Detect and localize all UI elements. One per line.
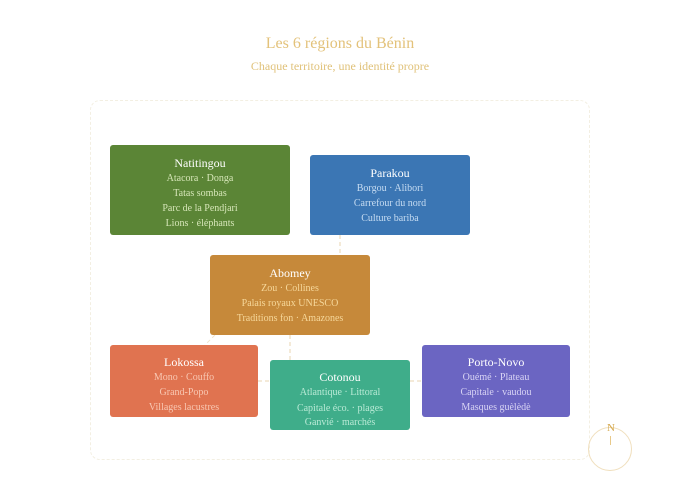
region-detail: Tatas sombas [173, 188, 227, 199]
region-name: Lokossa [164, 355, 204, 369]
region-detail: Parc de la Pendjari [162, 203, 238, 214]
region-detail: Villages lacustres [148, 402, 220, 413]
region-detail: Culture bariba [361, 213, 419, 224]
region-name: Natitingou [174, 156, 226, 170]
connector-abomey-lokossa [204, 334, 216, 346]
region-card-parakou[interactable]: Parakou Borgou · Alibori Carrefour du no… [310, 155, 470, 235]
region-name: Abomey [269, 266, 311, 280]
region-detail: Grand-Popo [159, 387, 209, 398]
region-detail: Ganvié · marchés [304, 417, 376, 428]
region-detail: Atlantique · Littoral [299, 387, 381, 398]
diagram-subtitle: Chaque territoire, une identité propre [250, 59, 430, 73]
compass-needle-icon [610, 436, 611, 445]
region-detail: Ouémé · Plateau [462, 372, 530, 383]
map-frame [90, 100, 590, 460]
region-card-lokossa[interactable]: Lokossa Mono · Couffo Grand-Popo Village… [110, 345, 258, 417]
region-detail: Carrefour du nord [353, 198, 427, 209]
region-name: Cotonou [319, 370, 361, 384]
region-card-abomey[interactable]: Abomey Zou · Collines Palais royaux UNES… [210, 255, 370, 335]
region-card-cotonou[interactable]: Cotonou Atlantique · Littoral Capitale é… [270, 360, 410, 430]
region-name: Parakou [370, 166, 410, 180]
region-detail: Masques guèlèdè [461, 402, 531, 413]
region-detail: Atacora · Donga [166, 173, 234, 184]
region-card-natitingou[interactable]: Natitingou Atacora · Donga Tatas sombas … [110, 145, 290, 235]
region-card-porto-novo[interactable]: Porto-Novo Ouémé · Plateau Capitale · va… [422, 345, 570, 417]
region-name: Porto-Novo [467, 355, 525, 369]
region-detail: Lions · éléphants [165, 218, 235, 229]
region-detail: Mono · Couffo [153, 372, 215, 383]
diagram-title: Les 6 régions du Bénin [265, 35, 415, 52]
region-detail: Zou · Collines [261, 283, 319, 294]
compass-icon: N [588, 422, 632, 471]
region-detail: Borgou · Alibori [356, 183, 424, 194]
region-detail: Capitale · vaudou [460, 387, 532, 398]
region-detail: Traditions fon · Amazones [236, 313, 344, 324]
region-detail: Capitale éco. · plages [296, 403, 384, 414]
region-detail: Palais royaux UNESCO [241, 298, 339, 309]
compass-north-label: N [607, 422, 615, 434]
